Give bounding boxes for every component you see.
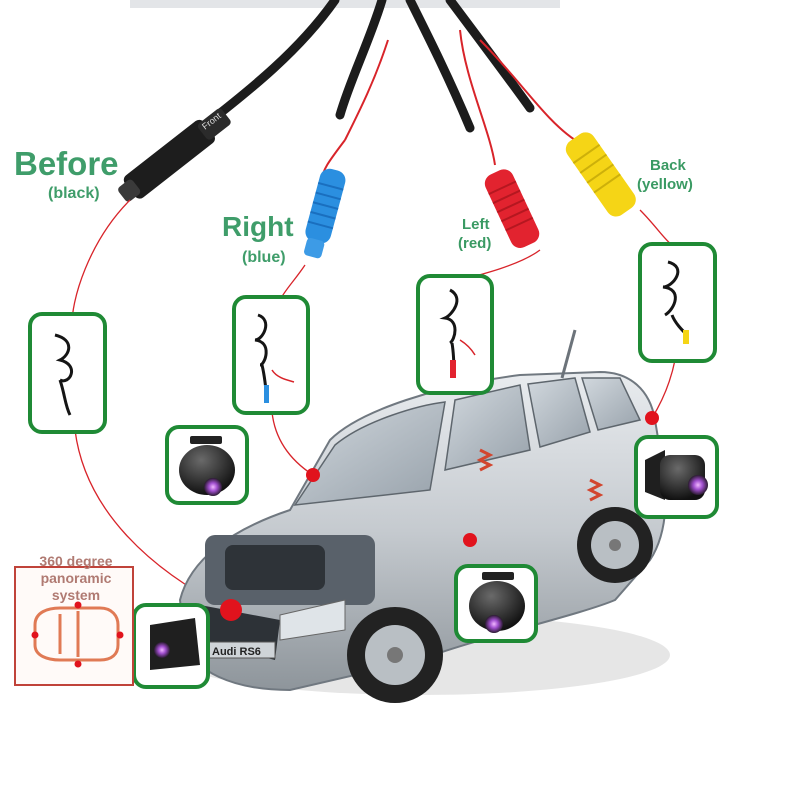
panel-line-1: 360 degree bbox=[39, 553, 113, 569]
panel-line-2: panoramic bbox=[40, 569, 112, 586]
camera-thumb-front bbox=[132, 603, 210, 689]
cable-thumb-before bbox=[28, 312, 107, 434]
harness-red-wires bbox=[321, 29, 576, 181]
cable-icon bbox=[662, 260, 689, 344]
red-connector bbox=[484, 169, 540, 248]
label-before-color: (black) bbox=[48, 185, 100, 202]
label-back-color: (yellow) bbox=[637, 176, 693, 193]
cable-icon bbox=[54, 333, 73, 416]
camera-mount-points bbox=[220, 411, 659, 621]
camera-icon bbox=[469, 572, 525, 633]
camera-thumb-left bbox=[454, 564, 538, 643]
camera-icon bbox=[150, 618, 200, 670]
label-before: Before bbox=[14, 145, 119, 182]
panel-line-3: system bbox=[51, 586, 101, 603]
cable-thumb-right bbox=[232, 295, 310, 415]
panoramic-system-label: 360 degree panoramic system bbox=[14, 553, 138, 603]
blue-connector bbox=[304, 168, 346, 259]
top-strip bbox=[130, 0, 560, 8]
label-left: Left bbox=[462, 216, 490, 233]
label-back: Back bbox=[650, 157, 686, 174]
label-left-color: (red) bbox=[458, 235, 492, 252]
camera-thumb-right bbox=[165, 425, 249, 505]
camera-thumb-back bbox=[634, 435, 719, 519]
front-connector: Front bbox=[118, 108, 231, 202]
cable-thumb-left bbox=[416, 274, 494, 395]
cable-icon bbox=[254, 313, 295, 403]
camera-icon bbox=[179, 436, 235, 496]
license-plate: Audi RS6 bbox=[212, 646, 261, 658]
cable-thumb-back bbox=[638, 242, 717, 363]
cable-icon bbox=[439, 288, 476, 378]
car-icon: Audi RS6 bbox=[170, 329, 670, 703]
label-right-color: (blue) bbox=[242, 249, 286, 266]
label-right: Right bbox=[222, 211, 294, 242]
main-cables bbox=[200, 0, 535, 133]
yellow-connector bbox=[565, 132, 636, 217]
camera-icon bbox=[645, 450, 708, 500]
